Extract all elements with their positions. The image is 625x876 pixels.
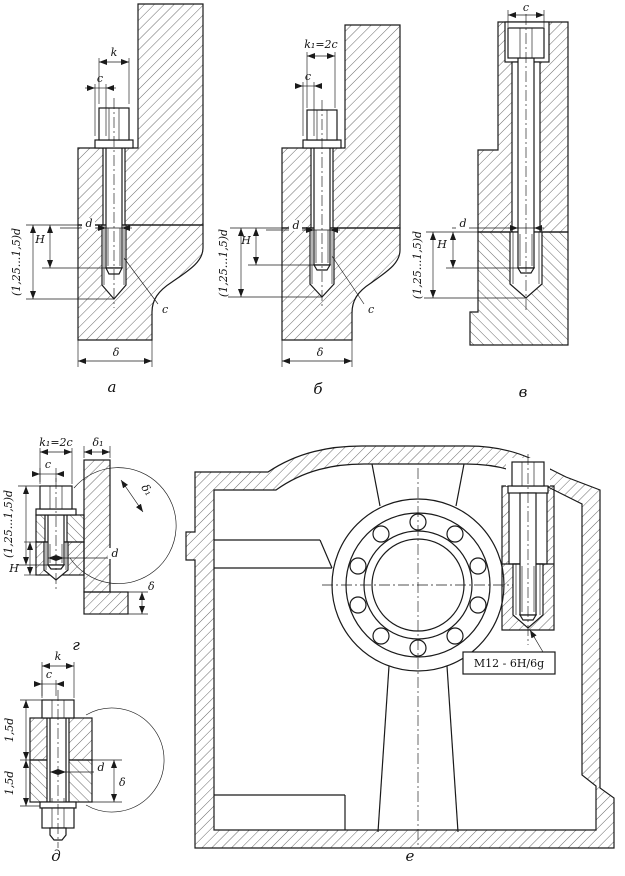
- bolt-tip: [46, 564, 66, 570]
- thread-spec-label: M12 - 6H/6g: [474, 657, 544, 670]
- dim-15d-lower: 1,5d: [3, 760, 40, 807]
- chamfer-callout: c: [331, 255, 374, 316]
- dim-H: H: [8, 541, 36, 576]
- roller: [469, 557, 487, 575]
- foot-section: [83, 591, 129, 615]
- dim-c: c: [507, 1, 545, 27]
- dim-label-k1: k₁=2c: [39, 436, 72, 449]
- thread-spec-callout: M12 - 6H/6g: [462, 629, 556, 675]
- dim-label-delta: δ: [119, 776, 126, 789]
- roller: [446, 627, 464, 645]
- dim-label-depth: (1,25...1,5)d: [411, 231, 424, 299]
- dim-thread-depth: (1,25...1,5)d: [2, 485, 48, 566]
- dim-label-delta1-detail: δ₁: [138, 482, 155, 499]
- roller: [349, 596, 367, 614]
- dim-label-delta: δ: [113, 346, 120, 359]
- dim-d: d: [60, 217, 132, 231]
- dim-label-H: H: [240, 234, 251, 247]
- dim-delta: δ: [128, 580, 155, 615]
- caption-e: е: [406, 847, 415, 865]
- roller: [349, 557, 367, 575]
- dim-label-k: k: [55, 650, 62, 663]
- dim-d: d: [50, 761, 107, 775]
- dim-label-c: c: [97, 72, 103, 85]
- dim-label-k: k: [111, 46, 118, 59]
- dim-thread-depth: (1,25...1,5)d: [217, 228, 322, 298]
- housing-cover-section: [77, 3, 204, 226]
- housing-cover-section: [281, 24, 401, 229]
- dim-k: k: [98, 46, 130, 104]
- dim-label-depth: (1,25...1,5)d: [10, 228, 23, 296]
- dim-delta1-detail: δ₁: [120, 479, 155, 513]
- upper-rib: [371, 463, 381, 507]
- dim-delta: δ: [281, 340, 353, 367]
- dim-c: c: [295, 70, 322, 136]
- dim-H: H: [426, 231, 518, 269]
- panel-d: k c 1,5d 1,5d d δ д: [3, 650, 165, 865]
- caption-d: д: [51, 847, 61, 865]
- dim-label-depth: (1,25...1,5)d: [217, 229, 230, 297]
- chamfer-label: c: [368, 303, 374, 316]
- panel-a: k c d H (1,25...1,5)d δ c а: [10, 3, 204, 396]
- housing-body-section: [281, 227, 401, 341]
- dim-delta: δ: [77, 340, 153, 367]
- housing-body-section: [77, 224, 204, 341]
- roller: [446, 525, 464, 543]
- dim-d: d: [48, 547, 121, 561]
- caption-a: а: [108, 378, 117, 396]
- dim-label-d: d: [459, 217, 466, 230]
- roller: [469, 596, 487, 614]
- dim-thread-depth: (1,25...1,5)d: [10, 225, 114, 300]
- dim-label-c: c: [46, 668, 52, 681]
- dim-d: d: [452, 217, 544, 231]
- dim-label-H: H: [8, 562, 19, 575]
- dim-label-d: d: [292, 219, 299, 232]
- dim-label-15d-upper: 1,5d: [3, 718, 16, 743]
- dim-d: d: [266, 219, 340, 233]
- dim-label-c: c: [523, 1, 529, 14]
- caption-v: в: [519, 383, 528, 401]
- chamfer-label: c: [162, 303, 168, 316]
- panel-b: k₁=2c c d H (1,25...1,5)d δ c б: [217, 24, 401, 398]
- panel-e: M12 - 6H/6g е: [185, 445, 615, 865]
- flange-bolt-assembly: [501, 454, 555, 645]
- dim-label-delta: δ: [148, 580, 155, 593]
- dim-label-delta: δ: [317, 346, 324, 359]
- dim-c: c: [85, 72, 116, 136]
- dim-delta1: δ₁: [83, 436, 111, 458]
- chamfer-callout: c: [123, 257, 168, 316]
- dim-k1: k₁=2c: [304, 38, 338, 108]
- dim-label-c: c: [45, 458, 51, 471]
- callout-box: [462, 651, 556, 675]
- dim-thread-depth: (1,25...1,5)d: [411, 231, 526, 299]
- dim-label-delta1: δ₁: [92, 436, 103, 449]
- caption-g: г: [72, 636, 80, 654]
- dim-c: c: [32, 458, 64, 482]
- dim-label-c: c: [305, 70, 311, 83]
- caption-b: б: [313, 380, 323, 398]
- pedestal-rib: [377, 665, 390, 833]
- dim-label-d: d: [111, 547, 118, 560]
- roller: [372, 627, 390, 645]
- dim-label-k1: k₁=2c: [304, 38, 337, 51]
- panel-g: k₁=2c δ₁ c (1,25...1,5)d H d δ: [2, 436, 177, 654]
- dim-label-H: H: [436, 238, 447, 251]
- dim-delta: δ: [92, 759, 126, 803]
- dim-label-depth: (1,25...1,5)d: [2, 490, 15, 558]
- dim-label-d: d: [85, 217, 92, 230]
- roller: [372, 525, 390, 543]
- bolt-tip: [518, 614, 538, 621]
- dim-15d-upper: 1,5d: [3, 699, 42, 761]
- dim-label-H: H: [34, 233, 45, 246]
- dim-label-15d-lower: 1,5d: [3, 771, 16, 796]
- dim-label-d: d: [97, 761, 104, 774]
- detail-circle: [85, 707, 165, 813]
- panel-v: c d H (1,25...1,5)d в: [411, 1, 569, 401]
- dim-c: c: [34, 668, 64, 696]
- wall-section: [83, 459, 111, 593]
